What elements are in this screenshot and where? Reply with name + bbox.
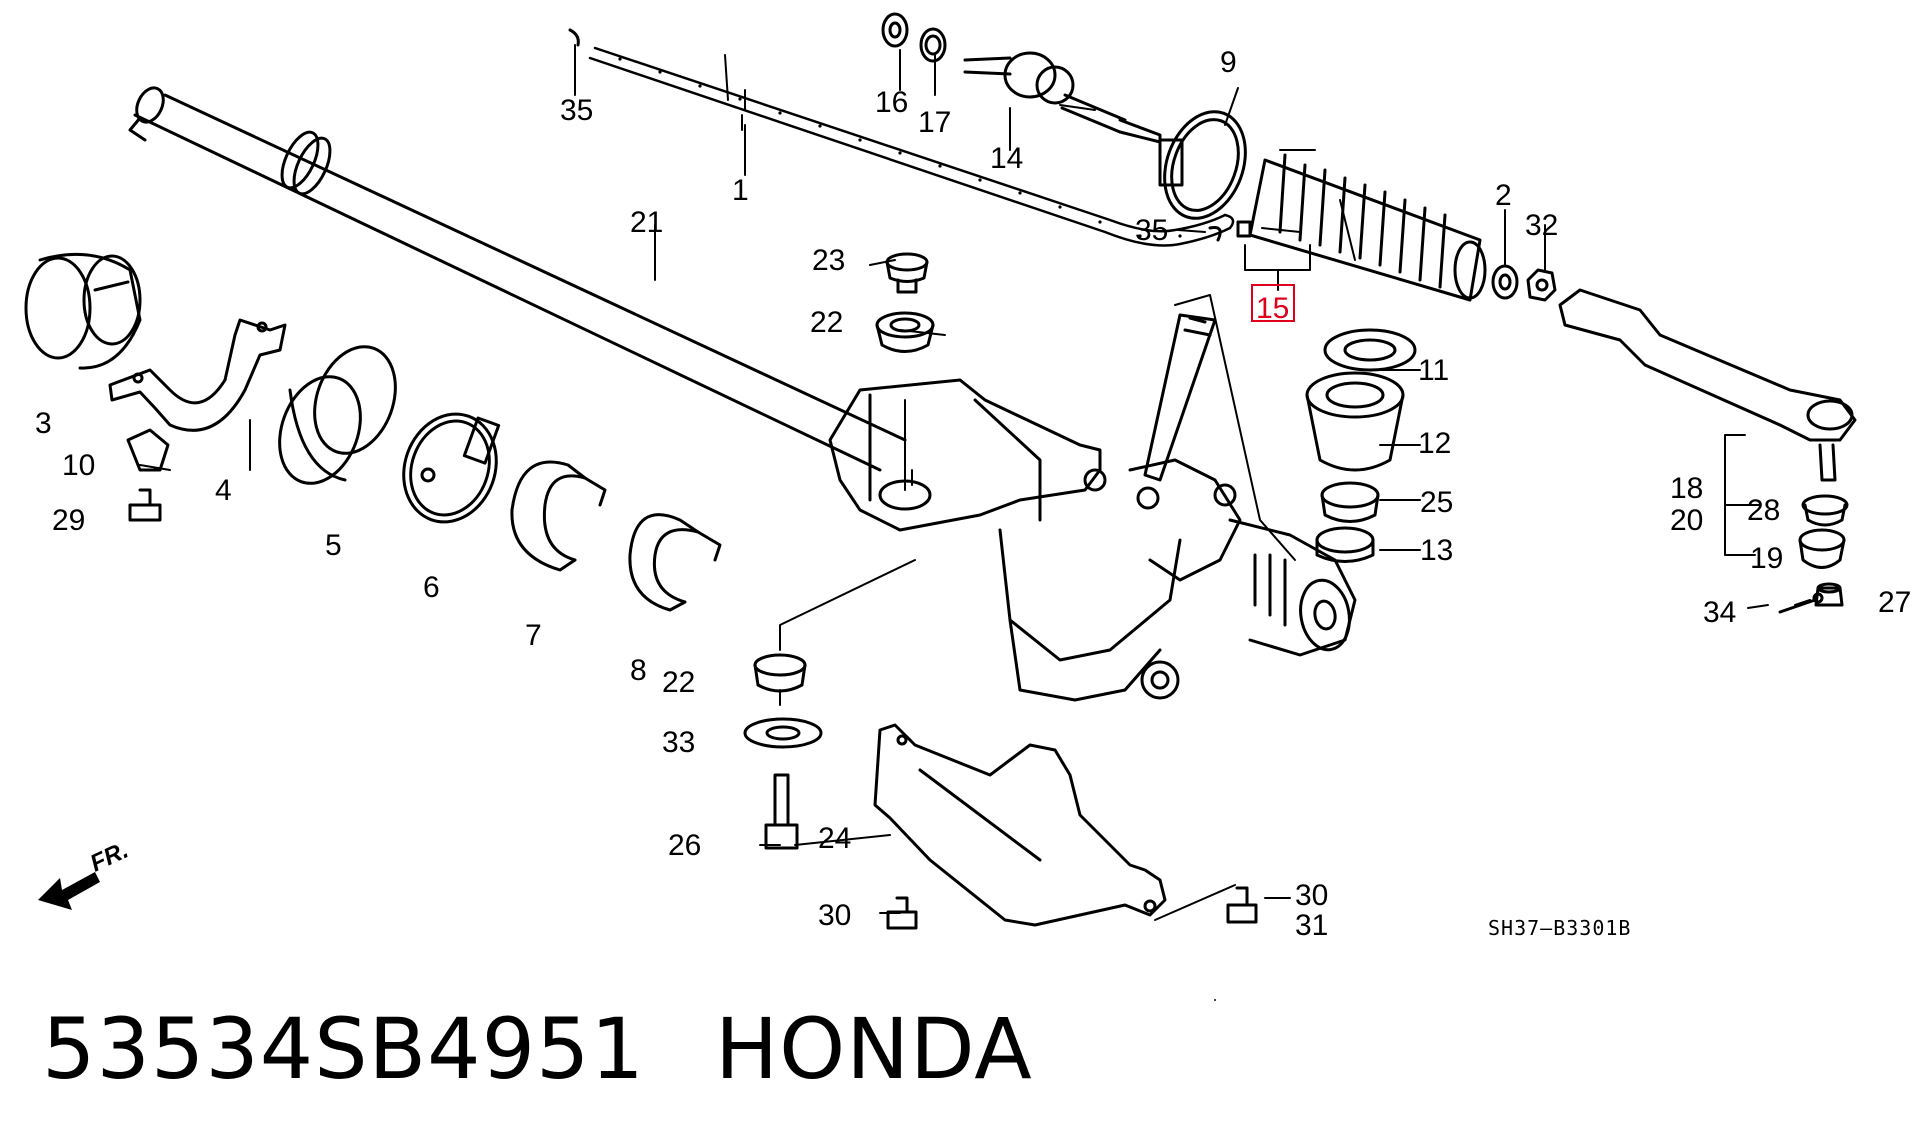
washer-part-16: [881, 12, 909, 48]
cushion-part-22a: [875, 311, 935, 353]
callout-18: 18: [1670, 472, 1703, 505]
callout-27: 27: [1878, 586, 1911, 619]
callout-28: 28: [1747, 494, 1780, 527]
callout-6: 6: [423, 571, 440, 604]
caption: 53534SB4951 HONDA: [42, 1000, 1103, 1098]
callout-9: 9: [1220, 46, 1237, 79]
clip-part-35b: [1208, 220, 1252, 242]
bolt-part-30b: [1226, 886, 1258, 924]
cotter-pin-part-34: [1778, 592, 1824, 614]
bracket-part-4: [108, 318, 287, 432]
steering-boot: [1248, 153, 1487, 302]
boot-part-19: [1798, 528, 1846, 569]
callout-26: 26: [668, 829, 701, 862]
shield-part-24: [873, 723, 1167, 927]
callout-32: 32: [1525, 209, 1558, 242]
hose-part-1: [588, 46, 1235, 247]
callout-8: 8: [630, 654, 647, 687]
callout-3: 3: [35, 407, 52, 440]
bolt-part-30a: [886, 896, 918, 930]
callout-19: 19: [1750, 542, 1783, 575]
dust-seal-part-28: [1801, 494, 1849, 527]
callout-15: 15: [1256, 292, 1289, 325]
brand-name: HONDA: [714, 1000, 1033, 1098]
hose-dots: [618, 57, 1182, 238]
grommet-part-23: [885, 252, 929, 294]
bushing-part-3: [24, 252, 142, 370]
tie-rod-part-14: [963, 51, 1162, 144]
bolt-part-26: [764, 773, 799, 850]
castle-nut-part-27: [1814, 582, 1844, 607]
front-direction-label: FR.: [86, 837, 132, 878]
part-15-highlight: [1251, 284, 1295, 322]
rack-tube-part-21: [128, 86, 907, 472]
callout-35a: 35: [560, 94, 593, 127]
callout-13: 13: [1420, 534, 1453, 567]
callout-17: 17: [918, 106, 951, 139]
callout-22a: 22: [810, 306, 843, 339]
callout-34: 34: [1703, 596, 1736, 629]
callout-2: 2: [1495, 179, 1512, 212]
half-bushing-part-7: [510, 460, 607, 572]
drawing-code: SH37–B3301B: [1488, 916, 1631, 940]
part-15-bracket: [1244, 244, 1311, 291]
callout-35b: 35: [1135, 214, 1168, 247]
callout-25: 25: [1420, 486, 1453, 519]
tie-rod-end-part-18: [1558, 288, 1857, 482]
callout-22b: 22: [662, 666, 695, 699]
callout-5: 5: [325, 529, 342, 562]
sleeve-part-5: [278, 345, 397, 485]
lock-washer-part-2: [1491, 264, 1519, 300]
callout-20: 20: [1670, 504, 1703, 537]
cushion-part-22b: [753, 653, 807, 693]
callout-14: 14: [990, 142, 1023, 175]
lock-nut-part-32: [1526, 268, 1557, 302]
callout-1: 1: [732, 174, 749, 207]
part-number: 53534SB4951: [42, 1000, 645, 1098]
seal-part-25: [1320, 481, 1380, 523]
callout-24: 24: [818, 822, 851, 855]
input-shaft: [1143, 313, 1217, 482]
callout-12: 12: [1418, 427, 1451, 460]
bolt-part-29: [128, 488, 162, 522]
callout-23: 23: [812, 244, 845, 277]
callout-30b: 30: [1295, 879, 1328, 912]
dust-seal-part-11: [1323, 328, 1417, 372]
callout-31: 31: [1295, 909, 1328, 942]
clip-part-10: [126, 428, 170, 472]
callout-10: 10: [62, 449, 95, 482]
callout-30a: 30: [818, 899, 851, 932]
callout-11: 11: [1418, 354, 1449, 387]
washer-part-33: [743, 717, 823, 749]
cover-part-12: [1305, 371, 1405, 472]
callout-7: 7: [525, 619, 542, 652]
gearbox-housing: [828, 378, 1357, 702]
callout-29: 29: [52, 504, 85, 537]
clip-part-35a: [568, 28, 580, 47]
callout-33: 33: [662, 726, 695, 759]
callout-21: 21: [630, 206, 663, 239]
leader-lines: [139, 44, 1811, 1001]
boot-band-part-9: [1158, 110, 1247, 220]
half-bushing-part-8: [628, 513, 722, 612]
callout-4: 4: [215, 474, 232, 507]
washer-part-17: [919, 27, 947, 63]
clamp-part-6: [402, 412, 501, 524]
bushing-part-13: [1315, 526, 1375, 563]
callout-labels: 35 1 21 16 17 14 9 35 15 2 32 11 12 25 1…: [35, 46, 1911, 942]
callout-16: 16: [875, 86, 908, 119]
front-direction-arrow: [38, 872, 100, 910]
